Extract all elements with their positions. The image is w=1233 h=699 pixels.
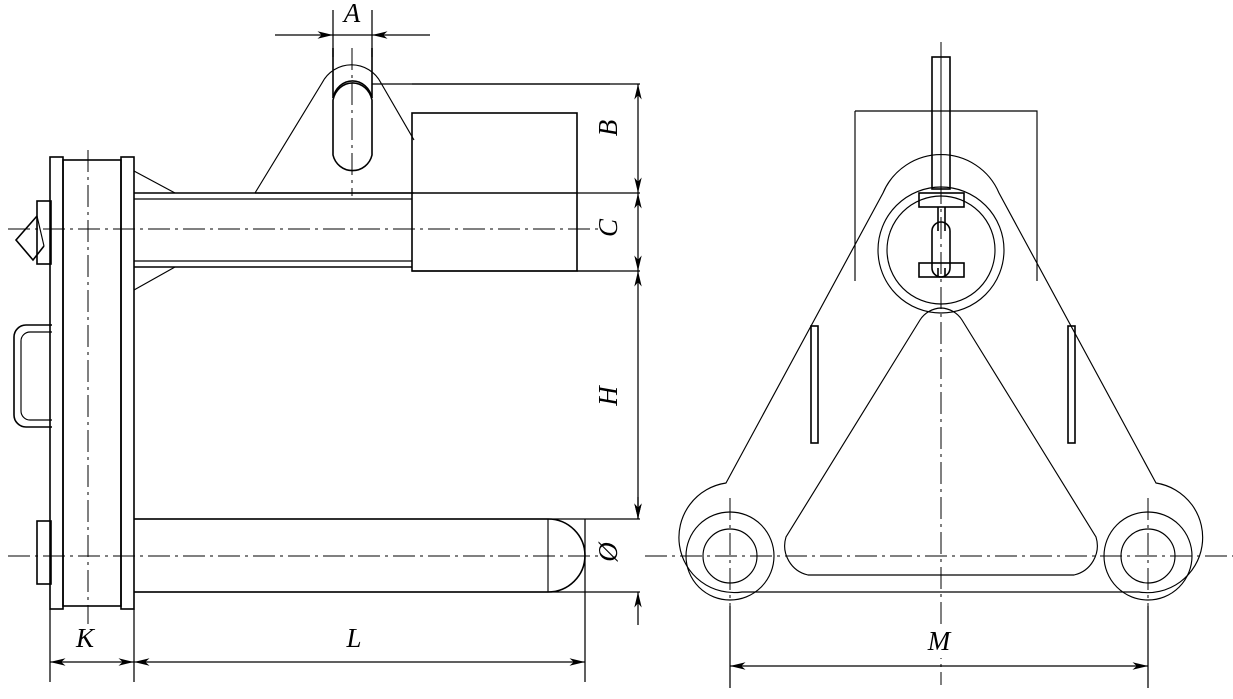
dimension-H: H bbox=[593, 271, 642, 519]
left-bolt-hole bbox=[685, 511, 775, 601]
gusset-ribs bbox=[133, 170, 176, 291]
slot-right bbox=[1067, 325, 1076, 444]
lower-lug bbox=[36, 520, 52, 585]
dimension-K: K bbox=[49, 609, 135, 682]
dimension-label-A: A bbox=[342, 0, 361, 28]
clamp-body-box bbox=[411, 83, 610, 272]
dimension-A: A bbox=[275, 0, 430, 57]
dimension-diameter: Ø bbox=[593, 497, 642, 625]
horizontal-arm bbox=[134, 192, 412, 268]
dimension-label-C: C bbox=[593, 218, 623, 237]
triangular-plate bbox=[678, 154, 1204, 594]
screw-boss-circle bbox=[877, 186, 1005, 314]
handle-loop bbox=[13, 324, 52, 428]
back-plate bbox=[49, 156, 135, 610]
top-bracket bbox=[254, 64, 415, 194]
front-view bbox=[645, 42, 1233, 685]
right-bolt-hole bbox=[1103, 511, 1193, 601]
slot-left bbox=[810, 325, 819, 444]
dimension-label-L: L bbox=[345, 623, 361, 653]
dimension-M: M bbox=[729, 606, 1149, 688]
dimension-label-K: K bbox=[75, 623, 96, 653]
dimension-B: B bbox=[593, 84, 642, 193]
dimension-label-H: H bbox=[593, 385, 623, 407]
screw-rod-front bbox=[918, 56, 965, 278]
dimension-label-B: B bbox=[593, 120, 623, 137]
upper-lug bbox=[14, 200, 52, 265]
dimension-label-diameter: Ø bbox=[593, 541, 623, 563]
triangular-cutout bbox=[784, 307, 1098, 576]
body-box-front bbox=[854, 110, 1038, 281]
screw-rod bbox=[332, 48, 373, 172]
dimension-label-M: M bbox=[927, 626, 952, 656]
dimension-L: L bbox=[134, 519, 586, 682]
dimension-C: C bbox=[593, 193, 642, 271]
side-view bbox=[8, 48, 640, 625]
